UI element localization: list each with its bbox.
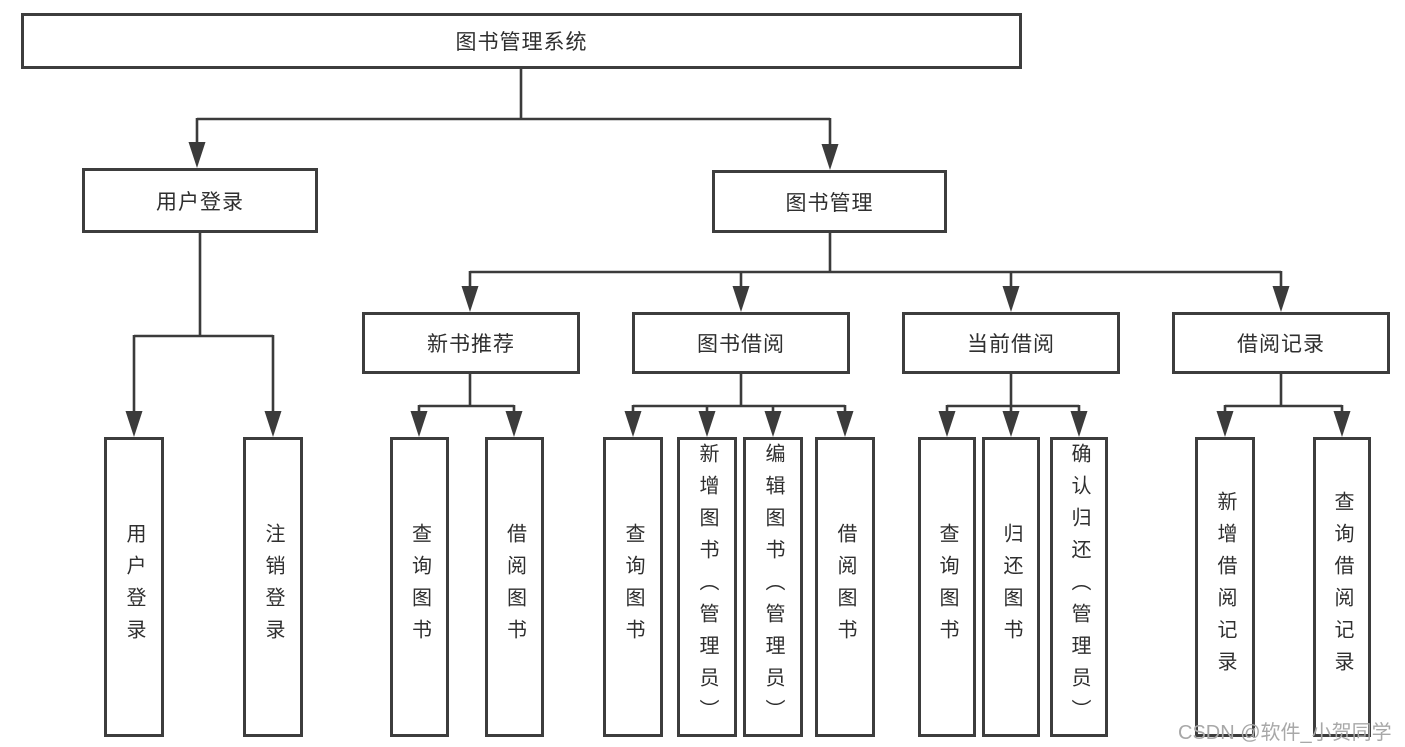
leaf-borrowing-add-books-admin-label: 新增图书（管理员） bbox=[696, 443, 718, 731]
leaf-borrowing-edit-books-admin-label: 编辑图书（管理员） bbox=[762, 443, 784, 731]
leaf-current-confirm-return-admin-label: 确认归还（管理员） bbox=[1068, 443, 1090, 731]
leaf-user-login-label: 用户登录 bbox=[123, 523, 145, 651]
leaf-borrowing-query-books: 查询图书 bbox=[603, 437, 663, 737]
leaf-borrowing-borrow-books: 借阅图书 bbox=[815, 437, 875, 737]
leaf-current-return-books: 归还图书 bbox=[982, 437, 1040, 737]
node-library-management-system: 图书管理系统 bbox=[21, 13, 1022, 69]
connector-mgmt-subtree bbox=[468, 232, 1283, 290]
connector-bb-subtree bbox=[631, 373, 847, 414]
node-book-borrowing-label: 图书借阅 bbox=[697, 333, 785, 356]
connector-login-subtree bbox=[132, 232, 275, 414]
leaf-borrowing-borrow-books-label: 借阅图书 bbox=[834, 523, 856, 651]
leaf-borrowing-add-books-admin: 新增图书（管理员） bbox=[677, 437, 737, 737]
leaf-recommend-query-books-label: 查询图书 bbox=[408, 523, 431, 651]
leaf-current-confirm-return-admin: 确认归还（管理员） bbox=[1050, 437, 1108, 737]
leaf-current-query-books-label: 查询图书 bbox=[936, 523, 958, 651]
leaf-recommend-borrow-books: 借阅图书 bbox=[485, 437, 544, 737]
connector-rec-subtree bbox=[417, 373, 516, 414]
connector-root bbox=[195, 68, 832, 148]
node-library-management-system-label: 图书管理系统 bbox=[455, 31, 588, 54]
node-borrow-records-label: 借阅记录 bbox=[1237, 333, 1325, 356]
leaf-logout: 注销登录 bbox=[243, 437, 303, 737]
connector-cb-subtree bbox=[945, 373, 1081, 414]
connector-br-subtree bbox=[1223, 373, 1344, 414]
node-book-management: 图书管理 bbox=[712, 170, 947, 233]
leaf-user-login: 用户登录 bbox=[104, 437, 164, 737]
leaf-records-add-record: 新增借阅记录 bbox=[1195, 437, 1255, 737]
leaf-recommend-borrow-books-label: 借阅图书 bbox=[503, 523, 526, 651]
node-user-login: 用户登录 bbox=[82, 168, 318, 233]
leaf-borrowing-query-books-label: 查询图书 bbox=[622, 523, 644, 651]
leaf-logout-label: 注销登录 bbox=[262, 523, 284, 651]
leaf-borrowing-edit-books-admin: 编辑图书（管理员） bbox=[743, 437, 803, 737]
leaf-recommend-query-books: 查询图书 bbox=[390, 437, 449, 737]
arrowheads bbox=[125, 142, 1351, 437]
watermark: CSDN @软件_小贺同学 bbox=[1178, 722, 1392, 744]
leaf-records-query-record-label: 查询借阅记录 bbox=[1331, 491, 1353, 683]
node-new-book-recommend-label: 新书推荐 bbox=[427, 333, 515, 356]
node-current-borrowing-label: 当前借阅 bbox=[967, 333, 1055, 356]
node-book-management-label: 图书管理 bbox=[785, 191, 874, 215]
leaf-current-return-books-label: 归还图书 bbox=[1000, 523, 1022, 651]
node-user-login-label: 用户登录 bbox=[156, 190, 244, 214]
node-current-borrowing: 当前借阅 bbox=[902, 312, 1120, 374]
node-borrow-records: 借阅记录 bbox=[1172, 312, 1390, 374]
node-new-book-recommend: 新书推荐 bbox=[362, 312, 580, 374]
node-book-borrowing: 图书借阅 bbox=[632, 312, 850, 374]
leaf-records-add-record-label: 新增借阅记录 bbox=[1214, 491, 1236, 683]
leaf-records-query-record: 查询借阅记录 bbox=[1313, 437, 1371, 737]
leaf-current-query-books: 查询图书 bbox=[918, 437, 976, 737]
